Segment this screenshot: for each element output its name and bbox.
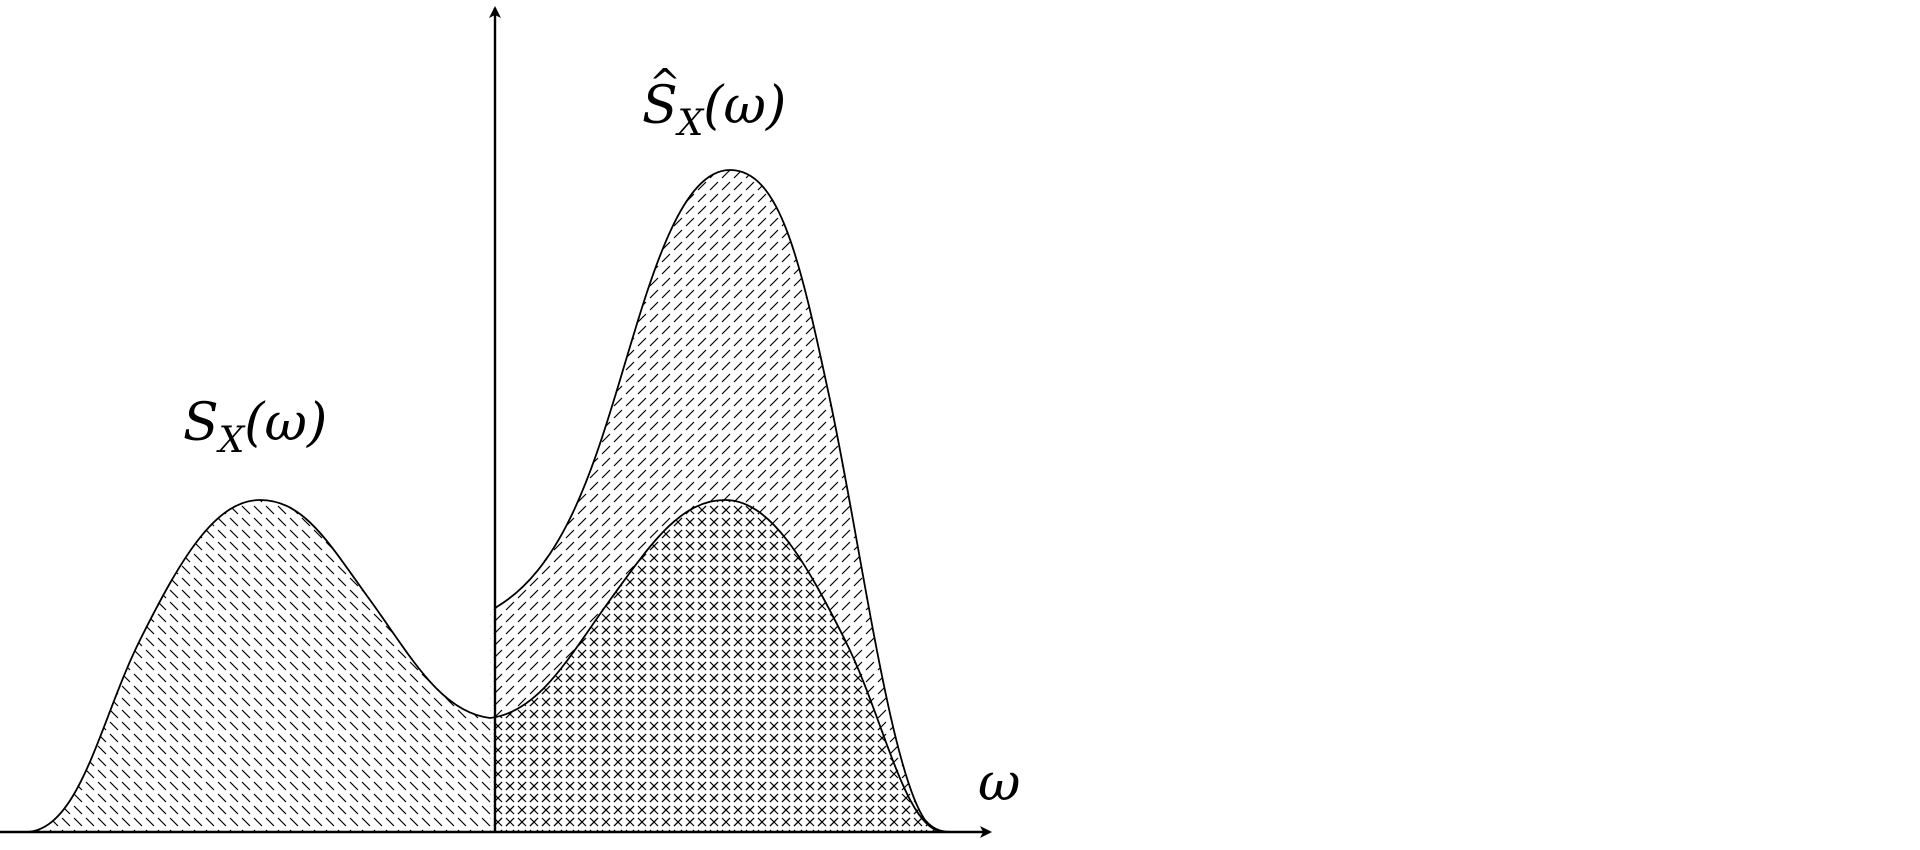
s-x-label-arg: (ω) [244,393,327,453]
s-x-right-overlap-fill [490,500,945,832]
s-hat-label: SX(ω) [642,76,786,144]
s-x-label-main: S [183,393,219,453]
omega-axis-label: ω [978,753,1020,813]
s-x-label: SX(ω) [183,393,327,461]
s-x-curve [24,499,946,833]
s-hat-label-arg: (ω) [703,76,786,136]
s-x-label-sub: X [216,420,246,461]
s-hat-label-main: S [642,76,678,136]
s-hat-label-sub: X [675,103,705,144]
s-x-left-fill [25,500,490,832]
s-hat-curve [494,169,956,833]
s-hat-hat-mark: ^ [649,61,681,105]
